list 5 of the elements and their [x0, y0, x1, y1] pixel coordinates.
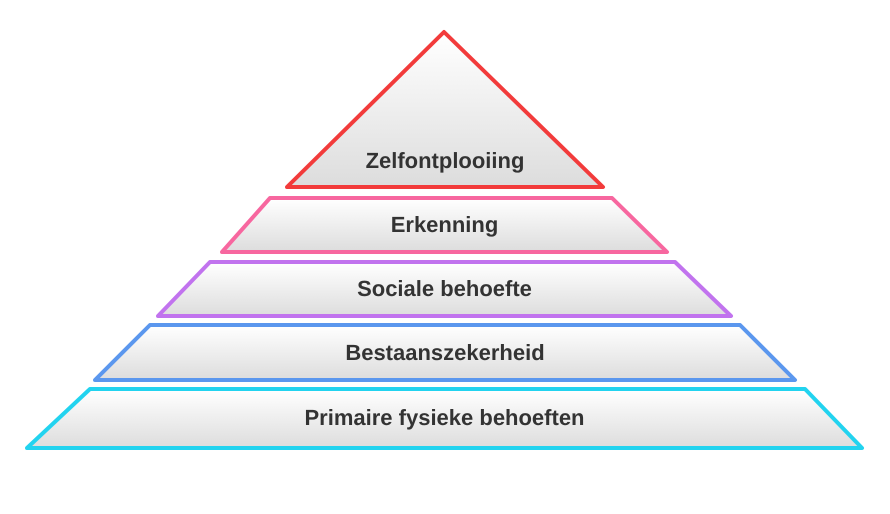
tier-label: Zelfontplooiing: [364, 148, 526, 174]
tier-label: Primaire fysieke behoeften: [303, 405, 586, 431]
tier-label: Bestaanszekerheid: [344, 340, 546, 366]
tier-label: Sociale behoefte: [356, 276, 533, 302]
tier-label: Erkenning: [390, 212, 500, 238]
